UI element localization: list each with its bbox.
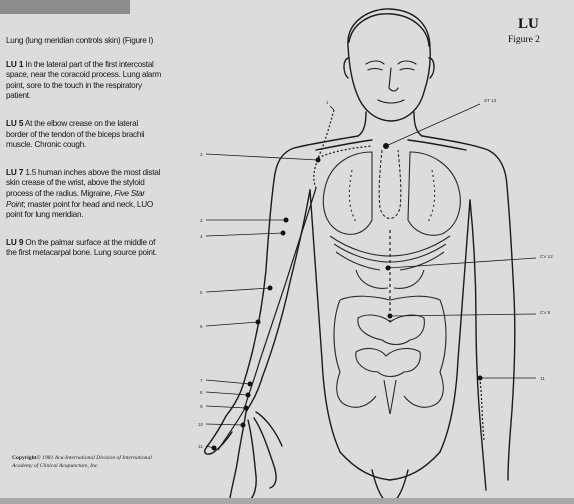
label-10: 10 xyxy=(198,422,204,427)
scan-bottom-edge xyxy=(0,498,574,504)
label-9: 9 xyxy=(200,404,203,409)
body-outline xyxy=(205,9,515,502)
label-lu11-right: 11 xyxy=(540,376,545,381)
label-7: 7 xyxy=(200,378,203,383)
label-st13: ST 13 xyxy=(484,98,497,103)
label-5: 5 xyxy=(200,290,203,295)
label-11: 11 xyxy=(198,444,203,449)
acupoints xyxy=(212,143,483,451)
label-6: 6 xyxy=(200,324,203,329)
face-features xyxy=(366,61,416,103)
label-cv8: CV 8 xyxy=(540,310,551,315)
leader-lines xyxy=(206,104,536,448)
label-2: 2 xyxy=(200,152,203,157)
label-cv12: CV 12 xyxy=(540,254,553,259)
label-1: 1 xyxy=(326,100,329,105)
label-3: 3 xyxy=(200,218,203,223)
label-4: 4 xyxy=(200,234,203,239)
label-8: 8 xyxy=(200,390,203,395)
meridian-path xyxy=(218,110,484,450)
